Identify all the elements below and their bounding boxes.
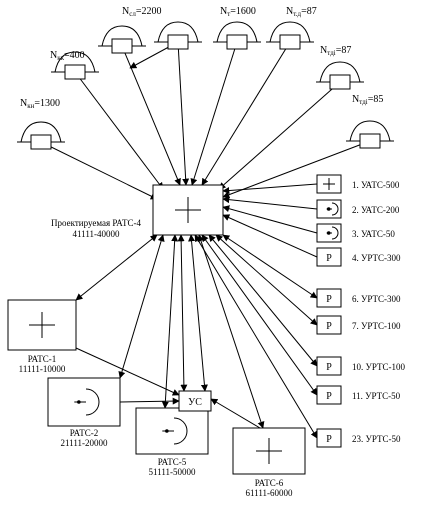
exchange-dial-icon <box>162 417 188 445</box>
hub-label: УС <box>188 397 202 408</box>
main-rats1-link <box>75 234 158 301</box>
remote-station-symbol: P <box>326 434 332 445</box>
remote-station-label-s3: 3. УАТС-50 <box>352 229 395 239</box>
subscriber-count-label: Nсл=2200 <box>122 6 161 18</box>
exchange-name-rats5: РАТС-5 <box>158 457 187 467</box>
remote-station-link <box>215 234 318 326</box>
remote-station-cross-icon <box>323 178 335 190</box>
rats2-hub-link <box>119 397 180 405</box>
hub-box <box>178 390 212 412</box>
remote-station-symbol: P <box>326 321 332 332</box>
subscriber-count-label: Nт=1600 <box>220 6 256 18</box>
exchange-range-rats6: 61111-60000 <box>246 488 293 498</box>
remote-station-dial-icon <box>326 202 339 216</box>
remote-station-link <box>222 183 318 195</box>
remote-station-label-s23: 23. УРТС-50 <box>352 434 401 444</box>
subscriber-count-label: Nкк=400 <box>50 50 85 62</box>
main-rats2-link <box>118 234 165 379</box>
main-station-cross-icon <box>175 197 201 223</box>
subscriber-count-label: Nкн=1300 <box>20 98 60 110</box>
subscriber-line <box>190 41 238 186</box>
main-station-name: Проектируемая РАТС-4 <box>51 218 141 228</box>
exchange-range-rats5: 51111-50000 <box>149 467 196 477</box>
subscriber-line <box>40 141 158 200</box>
subscriber-phone-icon <box>17 121 65 150</box>
subscriber-count-label: Nтді=87 <box>320 45 351 57</box>
connection-lines <box>40 41 371 439</box>
exchange-name-rats2: РАТС-2 <box>70 428 99 438</box>
rats6-hub-link <box>210 398 261 429</box>
exchange-name-rats6: РАТС-6 <box>255 478 284 488</box>
remote-station-box-s23 <box>316 428 342 448</box>
exchange-cross-icon <box>256 438 282 464</box>
subscriber-phone-icon <box>316 61 364 90</box>
remote-station-box-s7 <box>316 315 342 335</box>
main-rats5-link <box>161 234 179 409</box>
remote-station-link <box>222 196 318 210</box>
remote-station-link <box>222 214 318 258</box>
remote-station-symbol: P <box>326 253 332 264</box>
exchange-name-rats1: РАТС-1 <box>28 354 57 364</box>
remote-station-box-s10 <box>316 356 342 376</box>
rats1-hub-link <box>75 347 180 396</box>
subscriber-phone-icon <box>154 21 202 50</box>
remote-station-box-s4 <box>316 247 342 267</box>
main-station-range: 41111-40000 <box>73 229 120 239</box>
remote-station-label-s11: 11. УРТС-50 <box>352 391 401 401</box>
main-rats6-link <box>197 234 265 429</box>
remote-station-label-s6: 6. УРТС-300 <box>352 294 401 304</box>
remote-station-label-s4: 4. УРТС-300 <box>352 253 401 263</box>
remote-station-link <box>208 234 318 367</box>
subscriber-phone-icon <box>98 25 146 54</box>
subscriber-line <box>201 41 291 186</box>
subscriber-count-label: Nтді=85 <box>352 94 383 106</box>
subscriber-phone-icon <box>51 51 99 80</box>
remote-station-link <box>222 205 318 234</box>
subscriber-phone-icon <box>266 21 314 50</box>
remote-station-link <box>222 234 318 299</box>
remote-station-label-s2: 2. УАТС-200 <box>352 205 400 215</box>
subscriber-phone-icon <box>213 21 261 50</box>
remote-station-dial-icon <box>326 226 339 240</box>
exchange-range-rats1: 11111-10000 <box>19 364 66 374</box>
remote-station-label-s10: 10. УРТС-100 <box>352 362 405 372</box>
exchange-range-rats2: 21111-20000 <box>61 438 108 448</box>
remote-station-label-s7: 7. УРТС-100 <box>352 321 401 331</box>
main-hub-link <box>177 234 188 392</box>
remote-station-symbol: P <box>326 362 332 373</box>
subscriber-count-label: Nт.д=87 <box>286 6 317 18</box>
subscriber-line <box>121 45 181 186</box>
subscriber-line <box>218 81 341 190</box>
subscriber-line <box>222 140 371 199</box>
exchange-dial-icon <box>74 388 100 416</box>
remote-station-symbol: P <box>326 391 332 402</box>
subscriber-line <box>74 71 164 190</box>
subscriber-phone-icon <box>346 120 394 149</box>
subscriber-line <box>177 41 190 186</box>
remote-station-box-s11 <box>316 385 342 405</box>
remote-station-label-s1: 1. УАТС-500 <box>352 180 400 190</box>
remote-station-box-s6 <box>316 288 342 308</box>
exchange-cross-icon <box>29 312 55 338</box>
main-hub-link <box>188 234 208 392</box>
remote-station-symbol: P <box>326 294 332 305</box>
